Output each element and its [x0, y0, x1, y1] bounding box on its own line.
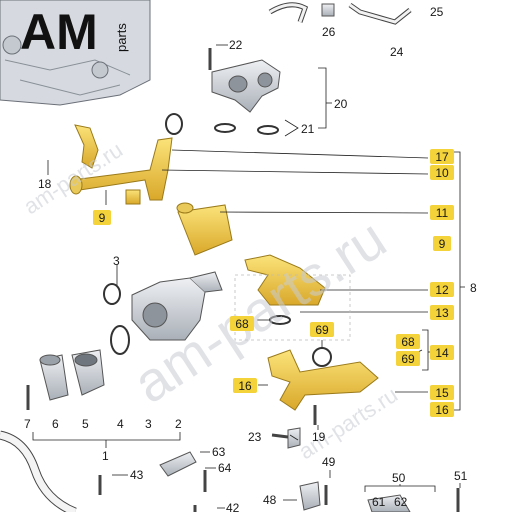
bottom-hose: [0, 430, 77, 512]
label-11: 11: [436, 206, 449, 220]
label-62: 62: [394, 495, 408, 509]
label-18: 18: [38, 177, 52, 191]
top-hoses: [268, 2, 412, 25]
label-1: 1: [102, 449, 109, 463]
label-69-left: 69: [315, 323, 329, 337]
label-43: 43: [130, 468, 144, 482]
label-22: 22: [229, 38, 243, 52]
coolant-pipe-10: [69, 113, 183, 205]
label-9-right: 9: [439, 237, 446, 251]
label-16-right: 16: [435, 403, 449, 417]
logo-sub: parts: [114, 23, 129, 52]
label-12: 12: [435, 283, 449, 297]
label-50: 50: [392, 471, 406, 485]
leader-lines: [32, 44, 465, 509]
label-16-left: 16: [238, 379, 252, 393]
label-3-bottom: 3: [145, 417, 152, 431]
label-3-top: 3: [113, 254, 120, 268]
label-8: 8: [470, 281, 477, 295]
label-24: 24: [390, 45, 404, 59]
am-parts-logo: AM parts: [20, 4, 129, 60]
label-2: 2: [175, 417, 182, 431]
label-13: 13: [435, 306, 449, 320]
label-19: 19: [312, 430, 326, 444]
thermostat-housing: [103, 271, 223, 355]
label-26: 26: [322, 25, 336, 39]
label-51: 51: [454, 469, 468, 483]
label-15: 15: [435, 386, 449, 400]
thermostat-parts: [26, 349, 105, 410]
label-64: 64: [218, 461, 232, 475]
plain-labels: 8 22 20 21 26 24 25 18 3 7 6 5 4 3 2 1 4…: [24, 5, 477, 512]
label-21: 21: [301, 122, 315, 136]
label-10: 10: [435, 166, 449, 180]
label-14: 14: [435, 346, 449, 360]
bottom-parts: [98, 427, 460, 512]
label-68-right: 68: [401, 335, 415, 349]
label-17: 17: [435, 150, 449, 164]
logo-brand: AM: [20, 4, 98, 60]
label-61: 61: [372, 495, 386, 509]
label-23: 23: [248, 430, 262, 444]
label-48: 48: [263, 493, 277, 507]
label-5: 5: [82, 417, 89, 431]
engine-block: [0, 0, 151, 106]
label-25: 25: [430, 5, 444, 19]
label-49: 49: [322, 455, 336, 469]
label-9-left: 9: [99, 211, 106, 225]
label-42: 42: [226, 501, 240, 512]
highlighted-labels: 17 10 11 9 12 13 68 69 14 15 16 9 68 69 …: [93, 149, 454, 417]
flange-20: [208, 48, 281, 135]
label-63: 63: [212, 445, 226, 459]
label-7: 7: [24, 417, 31, 431]
sleeve-11: [176, 202, 233, 256]
label-6: 6: [52, 417, 59, 431]
label-20: 20: [334, 97, 348, 111]
coolant-pipe-14: [267, 347, 379, 425]
label-68-left: 68: [235, 317, 249, 331]
label-69-right: 69: [401, 352, 415, 366]
label-4: 4: [117, 417, 124, 431]
